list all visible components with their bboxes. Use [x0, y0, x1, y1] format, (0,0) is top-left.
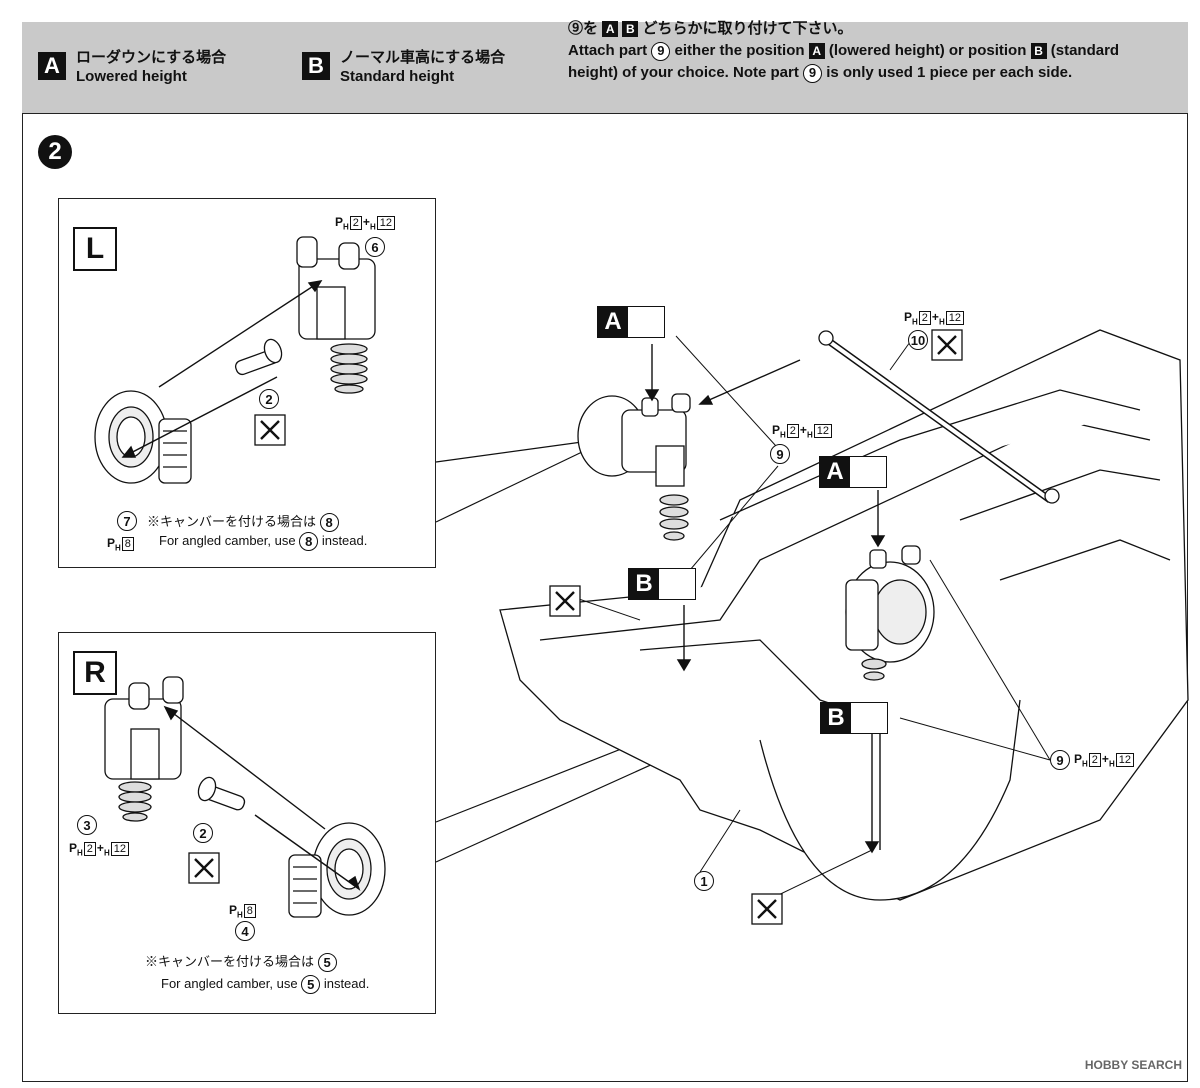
note-jp-line: ⑨を A B どちらかに取り付けて下さい。: [568, 18, 1180, 40]
option-b-badge: B: [302, 52, 330, 80]
note-part9-b: 9: [803, 63, 823, 83]
option-a-jp: ローダウンにする場合: [76, 49, 227, 66]
note-en-5: height) of your choice. Note part: [568, 64, 799, 81]
panel-r-part5: 5: [317, 953, 337, 973]
option-a: A ローダウンにする場合 Lowered height: [38, 48, 226, 86]
main-position-b-1: B: [628, 568, 696, 600]
panel-l-camber-en: For angled camber, use 8 instead.: [159, 532, 368, 551]
note-part9-a: 9: [651, 41, 671, 61]
panel-l-part8-b: 8: [299, 532, 319, 551]
note-badge-b-2: B: [1030, 43, 1047, 60]
main-part10: 10: [908, 330, 928, 350]
note-en-4: (standard: [1050, 42, 1120, 59]
note-en-line-2: height) of your choice. Note part 9 is o…: [568, 62, 1180, 84]
note-badge-a-2: A: [808, 43, 825, 60]
no-glue-icon: [254, 414, 286, 446]
header-note: ⑨を A B どちらかに取り付けて下さい。 Attach part 9 eith…: [568, 18, 1180, 84]
panel-r-part4: 4: [235, 921, 255, 941]
shock-mount-6: [296, 236, 376, 394]
panel-l-part8: 8: [319, 513, 339, 533]
note-en-6: is only used 1 piece per each side.: [826, 64, 1073, 81]
shock-mount-3: [104, 676, 184, 822]
option-b-en: Standard height: [340, 68, 455, 85]
panel-l-label: L: [73, 227, 117, 271]
pin-2-r: [197, 776, 246, 811]
note-badge-a: A: [602, 21, 619, 38]
panel-r-camber-jp: ※キャンバーを付ける場合は 5: [145, 951, 337, 973]
panel-l-camber-jp: ※キャンバーを付ける場合は 8: [147, 511, 339, 533]
panel-r-part5-b: 5: [301, 975, 321, 994]
option-a-en: Lowered height: [76, 68, 187, 85]
panel-right-side: R: [58, 632, 436, 1014]
main-position-b-2: B: [820, 702, 888, 734]
header-bar: A ローダウンにする場合 Lowered height B ノーマル車高にする場…: [22, 22, 1188, 114]
note-en-1: Attach part: [568, 42, 648, 59]
panel-left-side: L: [58, 198, 436, 568]
hub-7: [94, 390, 192, 484]
panel-l-illustration: [94, 236, 376, 484]
panel-r-part3: 3: [77, 815, 97, 835]
panel-r-illustration: [104, 676, 386, 918]
note-badge-b: B: [622, 21, 639, 38]
note-en-3: (lowered height) or position: [828, 42, 1027, 59]
option-a-badge: A: [38, 52, 66, 80]
note-en-line-1: Attach part 9 either the position A (low…: [568, 40, 1180, 62]
hub-4: [288, 822, 386, 918]
option-b-jp: ノーマル車高にする場合: [340, 49, 506, 66]
main-part9-bottom: 9: [1050, 750, 1070, 770]
no-glue-icon-r: [188, 852, 220, 884]
panel-l-part2: 2: [259, 389, 279, 409]
panel-l-part6: 6: [365, 237, 385, 257]
main-part1: 1: [694, 871, 714, 891]
panel-r-part2: 2: [193, 823, 213, 843]
panel-r-camber-en: For angled camber, use 5 instead.: [161, 975, 370, 994]
panel-l-part7: 7: [117, 511, 137, 531]
main-position-a-2: A: [819, 456, 887, 488]
watermark: HOBBY SEARCH: [1084, 1058, 1182, 1072]
main-part9-top: 9: [770, 444, 790, 464]
note-jp-1: ⑨を: [568, 20, 599, 37]
main-position-a-1: A: [597, 306, 665, 338]
note-en-2: either the position: [674, 42, 805, 59]
option-b: B ノーマル車高にする場合 Standard height: [302, 48, 505, 86]
step-number: 2: [38, 135, 72, 169]
panel-r-label: R: [73, 651, 117, 695]
note-jp-2: どちらかに取り付けて下さい。: [642, 20, 853, 37]
pin-2: [234, 338, 283, 376]
